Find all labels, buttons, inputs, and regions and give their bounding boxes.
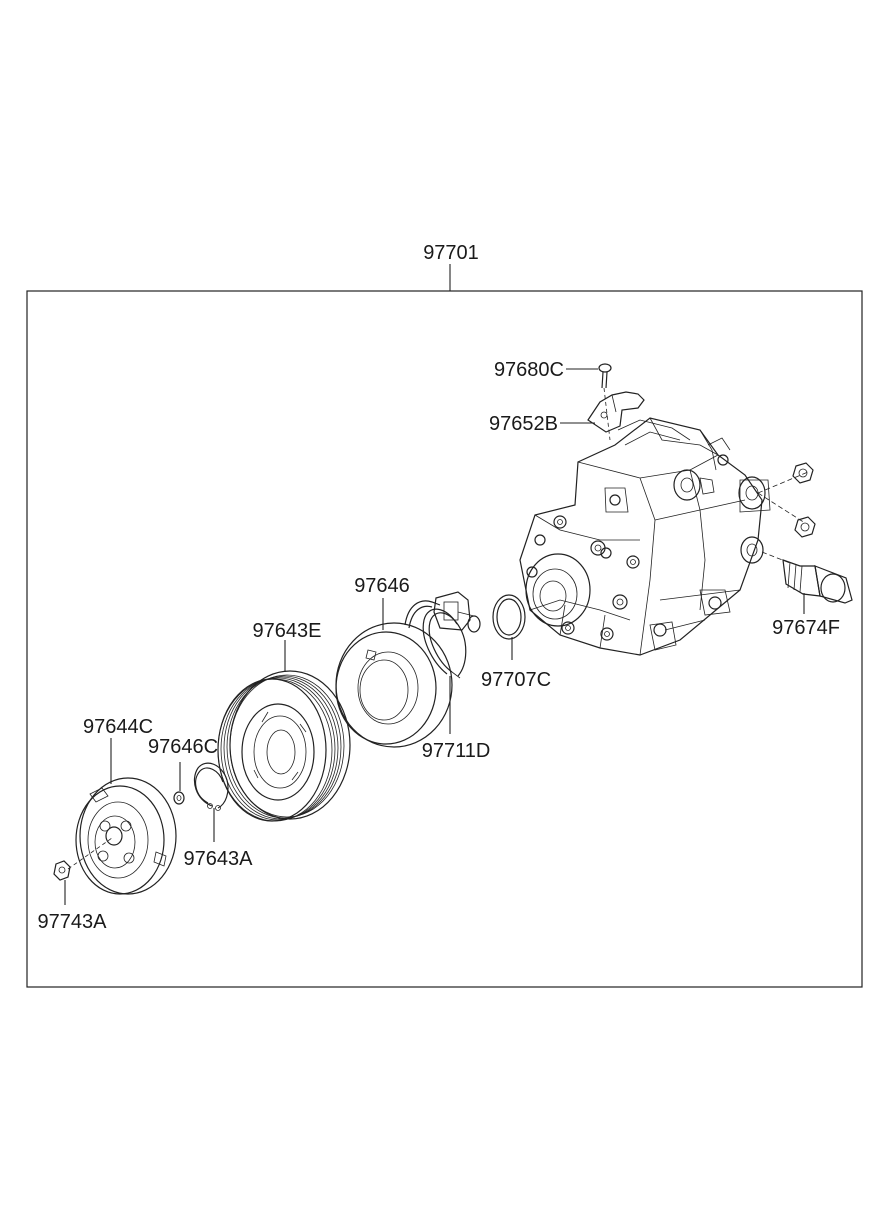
label-screw[interactable]: 97680C xyxy=(494,359,564,381)
label-snap-ring-coil[interactable]: 97711D xyxy=(422,740,491,762)
compressor-ports xyxy=(673,469,771,564)
compressor-body xyxy=(519,417,771,656)
label-snap-ring-pulley[interactable]: 97643A xyxy=(184,848,254,870)
rear-nut-upper xyxy=(792,462,814,484)
snap-ring-coil xyxy=(422,608,467,679)
coil-connector xyxy=(404,591,481,633)
clutch-hub xyxy=(75,777,177,895)
pulley xyxy=(217,670,351,822)
label-clutch-hub[interactable]: 97644C xyxy=(83,716,153,738)
pressure-switch xyxy=(782,559,853,604)
label-nut[interactable]: 97743A xyxy=(38,911,108,933)
compressor-bolts xyxy=(526,454,729,641)
label-o-ring[interactable]: 97707C xyxy=(481,669,551,691)
label-shim[interactable]: 97646C xyxy=(148,736,218,758)
rear-nut-lower xyxy=(794,516,816,538)
field-coil xyxy=(335,622,453,748)
label-bracket[interactable]: 97652B xyxy=(489,413,558,435)
shim xyxy=(173,791,185,805)
snap-ring-pulley xyxy=(193,762,229,811)
o-ring xyxy=(492,594,526,640)
bracket xyxy=(587,391,645,433)
label-field-coil[interactable]: 97646 xyxy=(354,575,410,597)
label-pressure-switch[interactable]: 97674F xyxy=(772,617,840,639)
label-pulley[interactable]: 97643E xyxy=(253,620,322,642)
nut xyxy=(53,837,113,881)
label-assembly[interactable]: 97701 xyxy=(423,242,479,264)
assembly-frame xyxy=(26,290,863,988)
